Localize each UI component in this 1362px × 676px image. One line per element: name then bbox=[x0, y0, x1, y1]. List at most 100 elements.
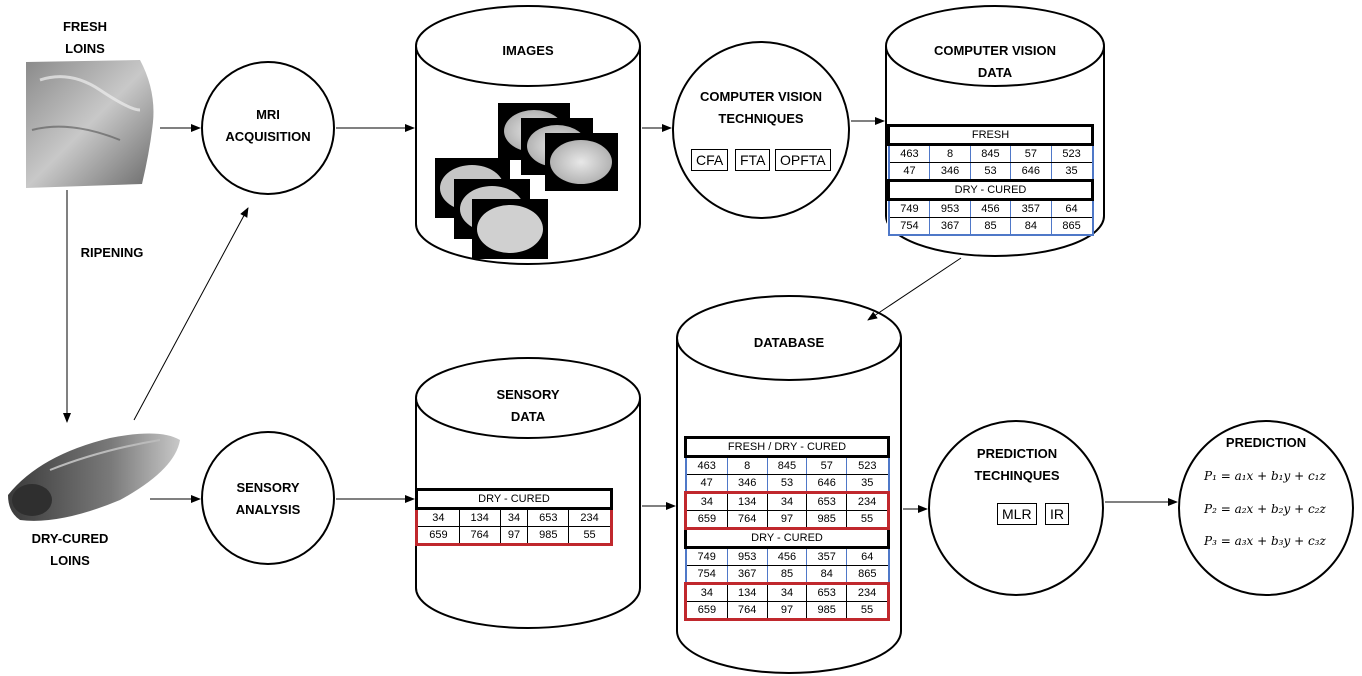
table-cell: 53 bbox=[766, 474, 808, 493]
dry-cured-loin-image bbox=[8, 433, 180, 521]
table-cell: 85 bbox=[969, 217, 1012, 236]
cv-data-label: COMPUTER VISION DATA bbox=[933, 43, 1057, 80]
prediction-techniques-label: PREDICTION TECHINQUES bbox=[974, 446, 1060, 483]
table-cell: 34 bbox=[684, 491, 728, 511]
sensory-analysis-label: SENSORY ANALYSIS bbox=[235, 480, 301, 517]
table-cell: 845 bbox=[766, 456, 808, 475]
mri-acquisition-label: MRI ACQUISITION bbox=[225, 107, 311, 144]
table-cell: 85 bbox=[766, 565, 808, 584]
ir-tag: IR bbox=[1045, 503, 1069, 525]
table-cell: 646 bbox=[806, 474, 848, 493]
table-cell: 34 bbox=[766, 582, 808, 602]
cv-techniques-label: COMPUTER VISION TECHNIQUES bbox=[699, 89, 823, 126]
arrows bbox=[63, 117, 1178, 513]
database-label: DATABASE bbox=[753, 335, 825, 350]
equation-3: P₃ = a₃x + b₃y + c₃z bbox=[1204, 534, 1326, 548]
table-cell: 47 bbox=[887, 162, 931, 182]
table-cell: 749 bbox=[887, 199, 931, 218]
table-cell: 865 bbox=[846, 565, 890, 584]
table-cell: 346 bbox=[929, 162, 971, 182]
table-cell: 234 bbox=[846, 582, 890, 602]
table-cell: 234 bbox=[568, 507, 613, 527]
table-cell: 367 bbox=[726, 565, 768, 584]
table-cell: 134 bbox=[726, 491, 768, 511]
table-cell: 84 bbox=[1010, 217, 1052, 236]
table-cell: 367 bbox=[929, 217, 971, 236]
table-cell: 845 bbox=[969, 144, 1012, 163]
cv-techniques-node bbox=[672, 41, 850, 219]
table-header: DRY - CURED bbox=[415, 488, 613, 510]
table-cell: 357 bbox=[1010, 199, 1052, 218]
table-header: DRY - CURED bbox=[887, 179, 1094, 201]
fresh-loin-image bbox=[26, 60, 154, 188]
fresh-loins-label: FRESH LOINS bbox=[62, 19, 108, 56]
table-cell: 47 bbox=[684, 474, 728, 493]
table-header: DRY - CURED bbox=[684, 527, 890, 549]
table-cell: 985 bbox=[806, 601, 848, 621]
table-cell: 34 bbox=[766, 491, 808, 511]
mri-acquisition-node bbox=[201, 61, 335, 195]
images-label: IMAGES bbox=[502, 43, 554, 58]
table-cell: 34 bbox=[415, 507, 460, 527]
table-cell: 97 bbox=[766, 601, 808, 621]
ripening-label: RIPENING bbox=[80, 245, 144, 260]
table-cell: 764 bbox=[726, 601, 768, 621]
table-cell: 55 bbox=[846, 510, 890, 530]
mlr-tag: MLR bbox=[997, 503, 1037, 525]
table-cell: 35 bbox=[846, 474, 890, 493]
sensory-data-label: SENSORY DATA bbox=[496, 387, 560, 424]
table-cell: 234 bbox=[846, 491, 890, 511]
table-cell: 764 bbox=[458, 526, 501, 546]
equation-2: P₂ = a₂x + b₂y + c₂z bbox=[1204, 502, 1326, 516]
prediction-node bbox=[1178, 420, 1354, 596]
table-cell: 64 bbox=[846, 547, 890, 566]
table-cell: 646 bbox=[1010, 162, 1052, 182]
table-cell: 953 bbox=[726, 547, 768, 566]
sensory-analysis-node bbox=[201, 431, 335, 565]
opfta-tag: OPFTA bbox=[775, 149, 831, 171]
prediction-label: PREDICTION bbox=[1225, 435, 1307, 450]
table-cell: 134 bbox=[726, 582, 768, 602]
table-cell: 34 bbox=[684, 582, 728, 602]
table-header: FRESH bbox=[887, 124, 1094, 146]
table-cell: 55 bbox=[568, 526, 613, 546]
table-cell: 653 bbox=[806, 582, 848, 602]
table-cell: 64 bbox=[1050, 199, 1094, 218]
table-cell: 97 bbox=[499, 526, 529, 546]
dry-cured-loins-label: DRY-CURED LOINS bbox=[31, 531, 109, 568]
table-cell: 134 bbox=[458, 507, 501, 527]
table-cell: 953 bbox=[929, 199, 971, 218]
table-cell: 84 bbox=[806, 565, 848, 584]
table-cell: 749 bbox=[684, 547, 728, 566]
fta-tag: FTA bbox=[735, 149, 771, 171]
table-cell: 456 bbox=[766, 547, 808, 566]
table-cell: 523 bbox=[846, 456, 890, 475]
table-cell: 463 bbox=[684, 456, 728, 475]
table-cell: 53 bbox=[969, 162, 1012, 182]
table-cell: 653 bbox=[527, 507, 570, 527]
table-cell: 659 bbox=[684, 510, 728, 530]
table-cell: 346 bbox=[726, 474, 768, 493]
table-cell: 985 bbox=[527, 526, 570, 546]
table-cell: 659 bbox=[415, 526, 460, 546]
table-cell: 97 bbox=[766, 510, 808, 530]
table-cell: 985 bbox=[806, 510, 848, 530]
cfa-tag: CFA bbox=[691, 149, 729, 171]
table-cell: 8 bbox=[929, 144, 971, 163]
equation-1: P₁ = a₁x + b₁y + c₁z bbox=[1204, 469, 1326, 483]
table-cell: 456 bbox=[969, 199, 1012, 218]
table-cell: 764 bbox=[726, 510, 768, 530]
